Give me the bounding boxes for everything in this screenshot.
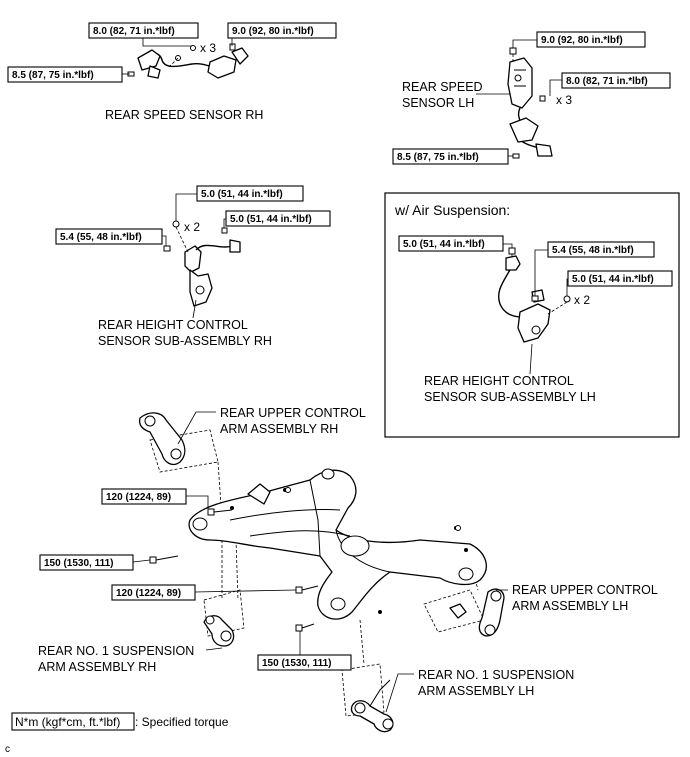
torque-value: 120 (1224, 89) [106, 492, 171, 503]
rear-speed-sensor-lh-drawing [507, 47, 553, 159]
part-label: ARM ASSEMBLY RH [220, 422, 338, 436]
rear-speed-sensor-rh-drawing [127, 43, 249, 79]
torque-callout-box [567, 270, 673, 287]
corner-mark: c [5, 744, 10, 755]
rear-suspension-subframe-group: 120 (1224, 89) 150 (1530, 111) 120 (1224… [38, 406, 658, 733]
suspension-arm-lh [350, 679, 394, 733]
torque-value: 8.0 (82, 71 in.*lbf) [566, 76, 648, 87]
legend-unit: N*m (kgf*cm, ft.*lbf) [15, 715, 120, 729]
part-label: REAR UPPER CONTROL [220, 406, 366, 420]
rear-speed-sensor-lh-group: 9.0 (92, 80 in.*lbf) REAR SPEED SENSOR L… [392, 31, 671, 165]
part-label: REAR UPPER CONTROL [512, 583, 658, 597]
torque-callout-box [392, 148, 509, 165]
part-label: REAR SPEED [402, 80, 483, 94]
height-control-sensor-rh-drawing [163, 220, 241, 307]
subframe-bolts [149, 487, 461, 632]
torque-callout-box [225, 210, 331, 227]
part-label: REAR HEIGHT CONTROL [424, 374, 574, 388]
torque-callout-box [196, 185, 304, 202]
air-suspension-inset: w/ Air Suspension: 5.0 (51, 44 in.*lbf) … [384, 192, 680, 438]
torque-callout-box [88, 22, 199, 39]
torque-value: 8.5 (87, 75 in.*lbf) [12, 70, 94, 81]
suspension-arm-rh [203, 615, 235, 647]
rear-speed-sensor-rh-group: 8.0 (82, 71 in.*lbf) x 3 9.0 (92, 80 in.… [7, 22, 337, 122]
torque-value: 8.0 (82, 71 in.*lbf) [93, 26, 175, 37]
torque-value: 5.0 (51, 44 in.*lbf) [230, 214, 312, 225]
part-label: ARM ASSEMBLY LH [418, 684, 534, 698]
height-control-sensor-rh-group: 5.0 (51, 44 in.*lbf) x 2 5.0 (51, 44 in.… [55, 185, 331, 348]
torque-callout-box [547, 241, 655, 258]
torque-value: 150 (1530, 111) [44, 558, 114, 569]
inset-title: w/ Air Suspension: [394, 202, 510, 218]
quantity-label: x 2 [184, 220, 200, 234]
torque-callout-box [398, 235, 504, 252]
torque-callout-box [257, 654, 352, 671]
quantity-label: x 3 [200, 41, 216, 55]
torque-value: 150 (1530, 111) [262, 658, 332, 669]
torque-value: 5.0 (51, 44 in.*lbf) [572, 274, 654, 285]
height-control-sensor-lh-drawing [498, 247, 571, 343]
torque-value: 5.4 (55, 48 in.*lbf) [60, 232, 142, 243]
part-label: ARM ASSEMBLY RH [38, 660, 156, 674]
torque-callout-box [101, 488, 187, 505]
rear-crossmember-frame [188, 468, 487, 620]
torque-value: 5.4 (55, 48 in.*lbf) [552, 245, 634, 256]
torque-callout-box [7, 66, 123, 83]
torque-value: 9.0 (92, 80 in.*lbf) [232, 26, 314, 37]
part-label: REAR HEIGHT CONTROL [98, 318, 248, 332]
part-label: REAR NO. 1 SUSPENSION [38, 644, 194, 658]
part-label: ARM ASSEMBLY LH [512, 599, 628, 613]
part-label: SENSOR SUB-ASSEMBLY RH [98, 334, 272, 348]
part-label: REAR SPEED SENSOR RH [105, 108, 263, 122]
quantity-label: x 3 [556, 93, 572, 107]
part-label: SENSOR SUB-ASSEMBLY LH [424, 390, 596, 404]
upper-control-arm-lh [449, 588, 505, 637]
torque-value: 5.0 (51, 44 in.*lbf) [201, 189, 283, 200]
torque-callout-box [227, 22, 337, 39]
part-label: SENSOR LH [402, 96, 474, 110]
torque-callout-box [55, 228, 163, 245]
part-label: REAR NO. 1 SUSPENSION [418, 668, 574, 682]
torque-callout-box [39, 554, 134, 571]
torque-callout-box [561, 72, 671, 89]
torque-callout-box [536, 31, 646, 48]
upper-control-arm-rh [138, 412, 186, 466]
legend-text: : Specified torque [135, 715, 229, 729]
torque-value: 9.0 (92, 80 in.*lbf) [541, 35, 623, 46]
inset-frame [384, 192, 680, 438]
torque-value: 120 (1224, 89) [116, 588, 181, 599]
torque-legend: N*m (kgf*cm, ft.*lbf) : Specified torque [11, 712, 229, 731]
torque-value: 5.0 (51, 44 in.*lbf) [403, 239, 485, 250]
torque-value: 8.5 (87, 75 in.*lbf) [397, 152, 479, 163]
torque-callout-box [111, 584, 196, 601]
quantity-label: x 2 [574, 293, 590, 307]
legend-unit-box [11, 712, 135, 731]
